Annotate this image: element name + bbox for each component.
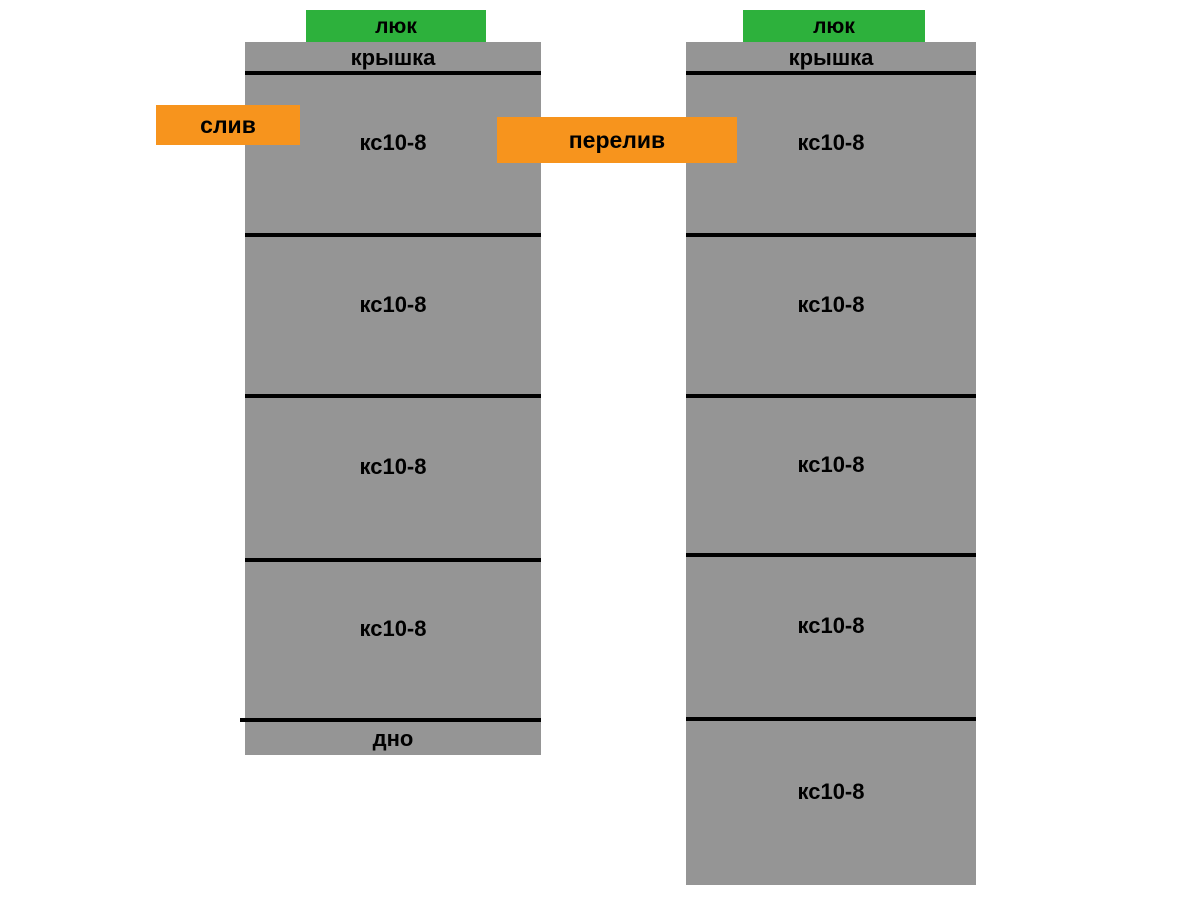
left-manhole-hatch: люк	[306, 10, 486, 43]
ring-divider	[245, 71, 541, 75]
ring-segment: кс10-8	[245, 75, 541, 233]
ring-label: кс10-8	[359, 616, 427, 641]
ring-divider	[686, 233, 976, 237]
ring-label: кс10-8	[797, 451, 865, 477]
ring-segment: кс10-8	[245, 237, 541, 394]
ring-segment: кс10-8	[245, 562, 541, 718]
ring-segment: кс10-8	[686, 75, 976, 233]
drain-tag: слив	[156, 105, 300, 145]
ring-divider	[686, 71, 976, 75]
ring-divider	[245, 394, 541, 398]
right-well: крышка кс10-8 кс10-8 кс10-8 кс10-8 кс10-…	[686, 42, 976, 885]
ring-label: кс10-8	[797, 130, 865, 155]
ring-segment: кс10-8	[686, 398, 976, 553]
ring-divider	[245, 233, 541, 237]
manhole-label: люк	[813, 14, 855, 38]
ring-label: кс10-8	[359, 454, 427, 479]
ring-label: кс10-8	[797, 613, 865, 638]
ring-divider	[245, 558, 541, 562]
ring-segment: кс10-8	[686, 721, 976, 885]
ring-segment: кс10-8	[245, 398, 541, 558]
ring-divider	[686, 553, 976, 557]
ring-segment: кс10-8	[686, 237, 976, 394]
ring-label: кс10-8	[797, 291, 865, 317]
ring-label: кс10-8	[359, 130, 427, 155]
ring-label: кс10-8	[359, 291, 427, 317]
ring-divider	[686, 717, 976, 721]
ring-label: кс10-8	[797, 779, 865, 804]
ring-segment: кс10-8	[686, 557, 976, 717]
left-well: крышка кс10-8 кс10-8 кс10-8 кс10-8 дно	[240, 42, 541, 755]
manhole-label: люк	[375, 14, 417, 38]
cover-label: крышка	[350, 45, 436, 70]
bottom-divider	[240, 718, 541, 722]
ring-divider	[686, 394, 976, 398]
overflow-tag: перелив	[497, 117, 737, 163]
right-manhole-hatch: люк	[743, 10, 925, 43]
bottom-label: дно	[372, 725, 414, 751]
cover-label: крышка	[788, 45, 874, 70]
